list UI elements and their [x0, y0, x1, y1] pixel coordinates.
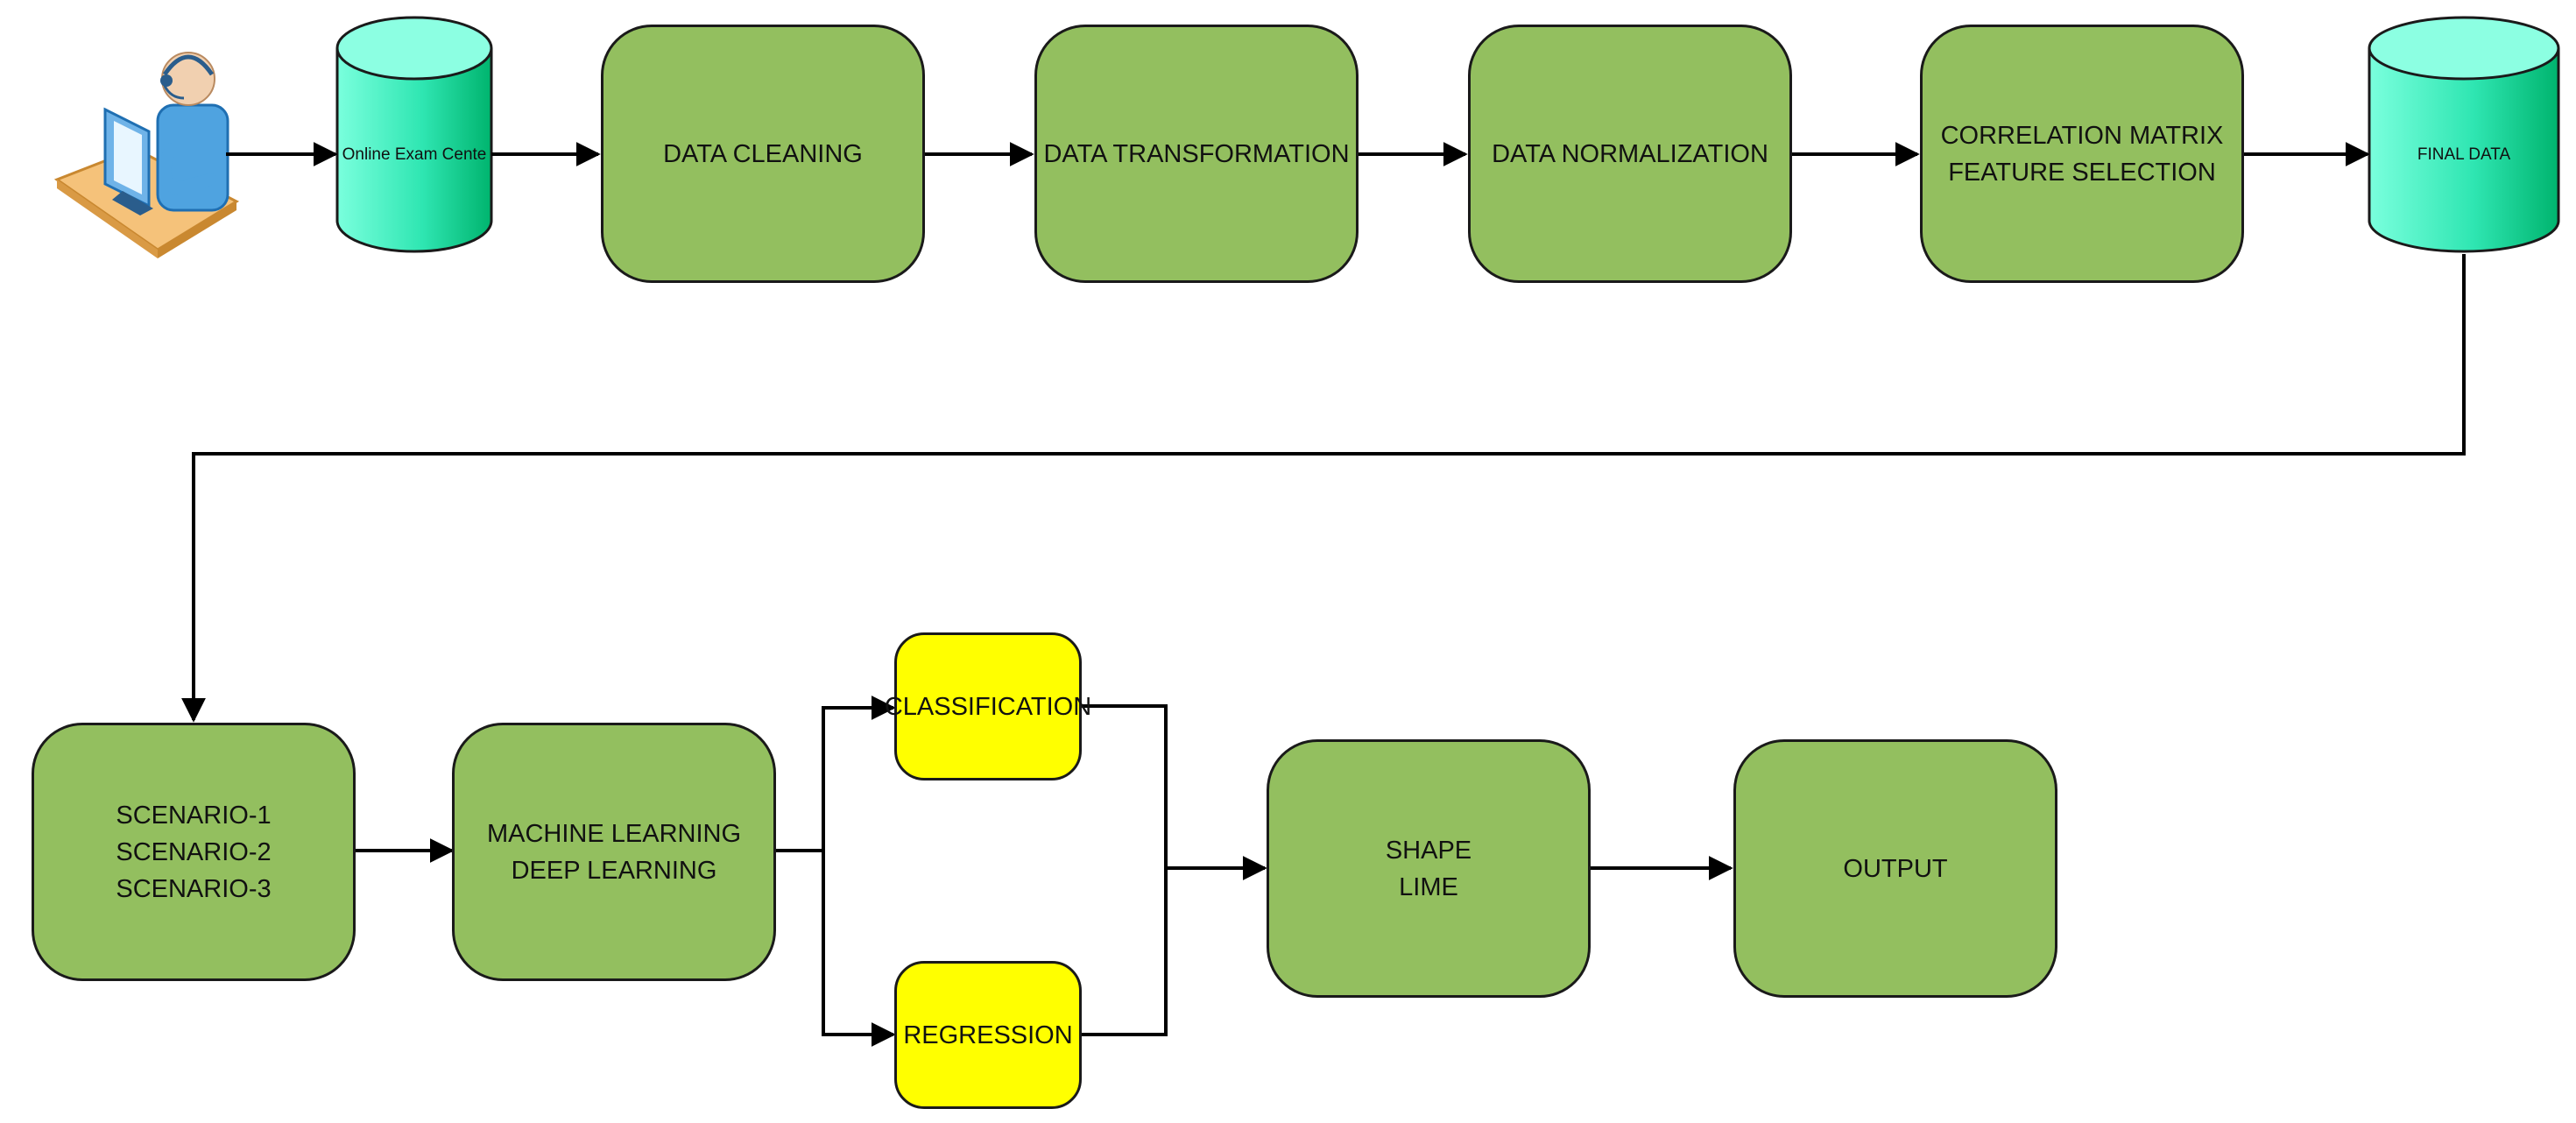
regression-label: REGRESSION — [903, 1021, 1073, 1049]
online-exam-database — [335, 16, 493, 253]
explainability-line-2: LIME — [1399, 872, 1458, 901]
final-data-database — [2368, 16, 2560, 253]
link-regression-to-explainability — [1082, 868, 1168, 1036]
link-learning-branch — [776, 696, 896, 852]
learning-box: MACHINE LEARNING DEEP LEARNING — [452, 723, 776, 981]
data-cleaning-box: DATA CLEANING — [601, 25, 925, 283]
explainability-line-1: SHAPE — [1385, 836, 1472, 865]
explainability-box: SHAPE LIME — [1267, 739, 1591, 998]
link-final-data-to-scenarios — [181, 254, 2466, 723]
learning-line-1: MACHINE LEARNING — [486, 819, 742, 848]
link-learning-to-regression — [822, 851, 896, 1047]
feature-selection-box: CORRELATION MATRIX FEATURE SELECTION — [1920, 25, 2244, 283]
feature-selection-line-2: FEATURE SELECTION — [1948, 158, 2216, 187]
data-normalization-label: DATA NORMALIZATION — [1492, 139, 1768, 168]
data-cleaning-label: DATA CLEANING — [663, 139, 863, 168]
data-normalization-box: DATA NORMALIZATION — [1468, 25, 1792, 283]
feature-selection-line-1: CORRELATION MATRIX — [1940, 121, 2224, 150]
output-label: OUTPUT — [1843, 854, 1948, 883]
user-at-computer-icon — [53, 52, 240, 258]
output-box: OUTPUT — [1733, 739, 2057, 998]
scenarios-box: SCENARIO-1 SCENARIO-2 SCENARIO-3 — [32, 723, 356, 981]
learning-line-2: DEEP LEARNING — [511, 856, 717, 885]
scenario-line-2: SCENARIO-2 — [116, 837, 272, 866]
final-data-label: FINAL DATA — [2417, 145, 2511, 164]
classification-box: CLASSIFICATION — [885, 632, 1091, 780]
source-database-label: Online Exam Cente — [342, 145, 487, 164]
classification-label: CLASSIFICATION — [884, 692, 1092, 721]
data-transformation-box: DATA TRANSFORMATION — [1034, 25, 1359, 283]
link-classification-to-explainability — [1082, 704, 1267, 880]
scenario-line-1: SCENARIO-1 — [116, 801, 272, 830]
data-transformation-label: DATA TRANSFORMATION — [1043, 139, 1350, 168]
regression-box: REGRESSION — [894, 961, 1082, 1109]
scenario-line-3: SCENARIO-3 — [116, 874, 272, 903]
